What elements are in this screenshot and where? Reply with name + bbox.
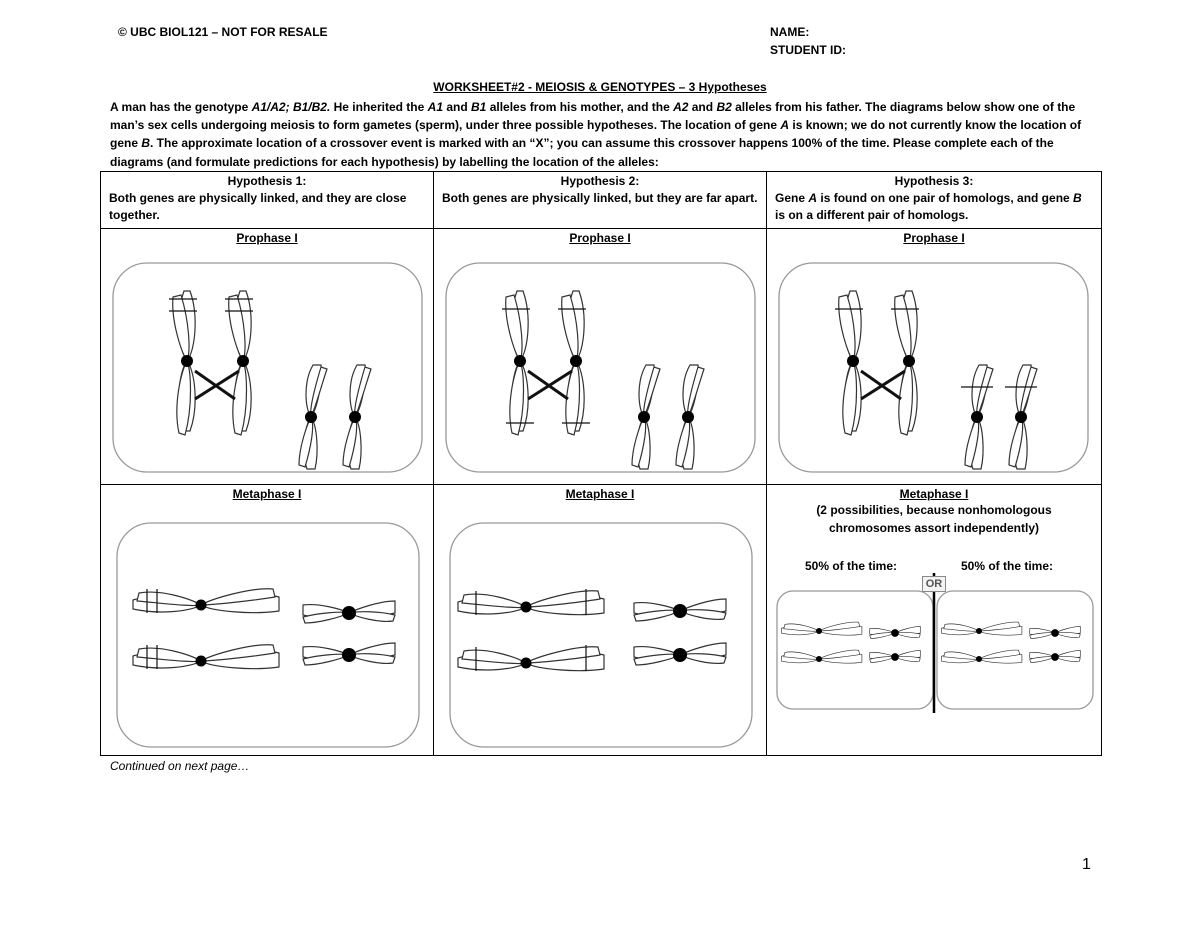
intro-allele: B1 [471,100,487,114]
intro-allele: A2 [673,100,689,114]
hyp3-gene: B [1073,191,1082,205]
prophase-1-label: Prophase I [236,231,298,245]
intro-text: and [443,100,472,114]
intro-text: A man has the genotype [110,100,252,114]
intro-allele: B2 [716,100,732,114]
prophase-2-cell: Prophase I [433,228,767,485]
copyright-notice: © UBC BIOL121 – NOT FOR RESALE [118,25,328,39]
hypothesis-3-title: Hypothesis 3: [894,174,974,188]
metaphase-row: Metaphase I Metaphase I [100,484,1102,756]
intro-text: He inherited the [330,100,428,114]
metaphase-2-cell: Metaphase I [433,484,767,756]
hypothesis-3-desc: Gene A is found on one pair of homologs,… [767,190,1101,224]
metaphase-1-cell: Metaphase I [100,484,434,756]
hypothesis-2-cell: Hypothesis 2: Both genes are physically … [433,171,767,229]
continued-note: Continued on next page… [110,759,250,773]
prophase-3-diagram [778,262,1089,473]
prophase-3-cell: Prophase I [766,228,1102,485]
metaphase-2-diagram [449,522,753,748]
intro-allele: A1 [427,100,443,114]
intro-text: and [688,100,717,114]
metaphase-3-note-line2: chromosomes assort independently) [828,521,1040,535]
hyp3-gene: A [808,191,818,205]
name-label: NAME: [770,25,810,39]
prophase-2-label: Prophase I [569,231,631,245]
hypotheses-table: Hypothesis 1: Both genes are physically … [100,171,1102,756]
hypothesis-2-title: Hypothesis 2: [560,174,640,188]
metaphase-3-diagram [776,573,1094,713]
prophase-row: Prophase I Prophase I [100,228,1102,485]
or-badge: OR [922,576,946,592]
hypothesis-1-desc: Both genes are physically linked, and th… [109,191,407,222]
intro-text: is known; we do not currently know the l… [110,118,1082,151]
prophase-2-diagram [445,262,756,473]
hyp3-text: Gene [775,191,809,205]
hyp3-text: is found on one pair of homologs, and ge… [817,191,1074,205]
hypothesis-2-desc: Both genes are physically linked, but th… [442,191,758,205]
intro-text: alleles from his father. The diagrams be… [110,100,1076,133]
hypothesis-1-title: Hypothesis 1: [227,174,307,188]
metaphase-3-note-line1: (2 possibilities, because nonhomologous [816,503,1052,517]
intro-paragraph: A man has the genotype A1/A2; B1/B2. He … [110,98,1100,171]
metaphase-2-label: Metaphase I [565,487,635,501]
prophase-1-diagram [112,262,423,473]
metaphase-1-diagram [116,522,420,748]
right-percentage-label: 50% of the time: [961,559,1054,573]
intro-genotype: A1/A2; B1/B2. [251,100,331,114]
prophase-3-label: Prophase I [903,231,965,245]
left-percentage-label: 50% of the time: [805,559,898,573]
prophase-1-cell: Prophase I [100,228,434,485]
metaphase-3-label: Metaphase I [899,487,969,501]
intro-text: alleles from his mother, and the [486,100,674,114]
intro-gene: A [780,118,790,133]
hypothesis-row: Hypothesis 1: Both genes are physically … [100,171,1102,229]
worksheet-title: WORKSHEET#2 - MEIOSIS & GENOTYPES – 3 Hy… [433,80,767,94]
hyp3-text: is on a different pair of homologs. [775,208,969,222]
hypothesis-3-cell: Hypothesis 3: Gene A is found on one pai… [766,171,1102,229]
intro-gene: B [141,136,151,151]
metaphase-1-label: Metaphase I [232,487,302,501]
intro-text: . The approximate location of a crossove… [110,136,1054,169]
page-number: 1 [1082,856,1091,873]
metaphase-3-cell: Metaphase I (2 possibilities, because no… [766,484,1102,756]
student-id-label: STUDENT ID: [770,43,846,57]
hypothesis-1-cell: Hypothesis 1: Both genes are physically … [100,171,434,229]
